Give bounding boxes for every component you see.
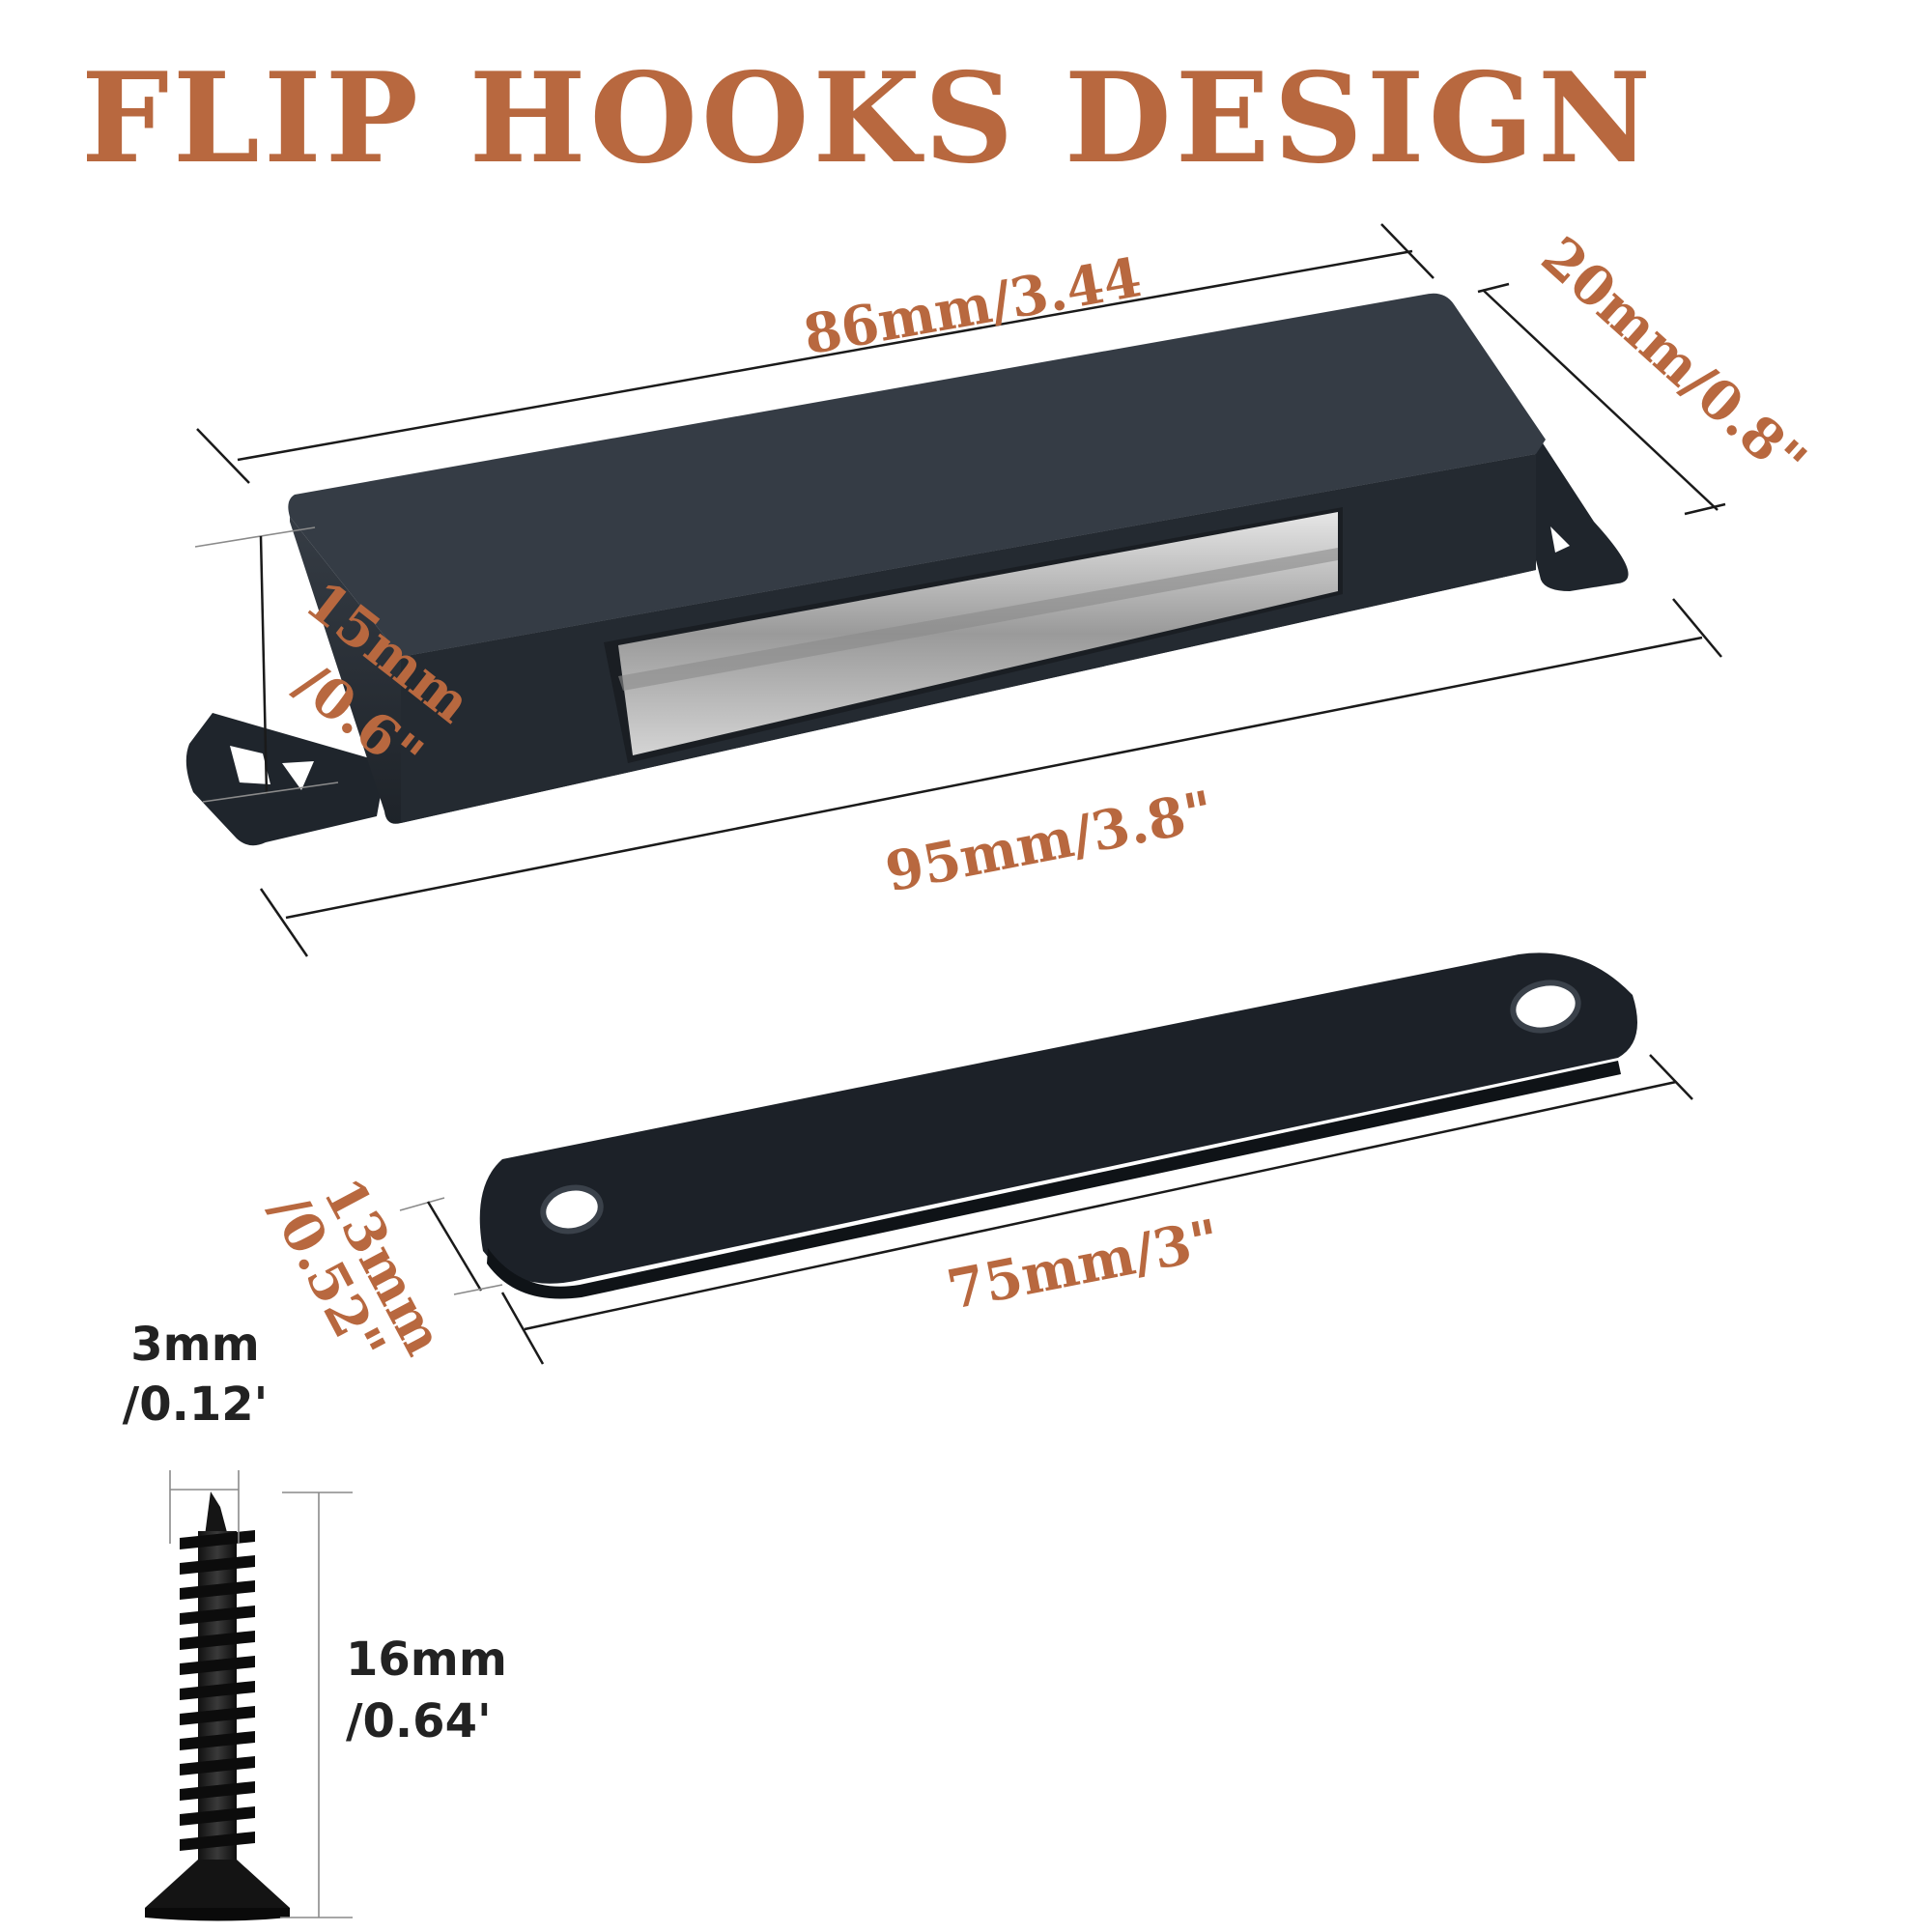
label-latch-top-length: 86mm/3.44 xyxy=(799,245,1146,367)
screw-icon xyxy=(145,1492,290,1921)
strike-plate-icon xyxy=(479,952,1637,1299)
label-latch-depth: 20mm/0.8" xyxy=(1529,224,1818,494)
label-plate-length: 75mm/3" xyxy=(942,1208,1224,1322)
page-title: FLIP HOOKS DESIGN xyxy=(81,46,1655,191)
label-screw-diameter-2: /0.12' xyxy=(123,1378,269,1432)
label-latch-base-length: 95mm/3.8" xyxy=(880,779,1218,904)
label-screw-diameter-1: 3mm xyxy=(130,1318,259,1372)
dim-screw-length: 16mm /0.64' xyxy=(280,1492,507,1918)
dim-plate-width: 13mm /0.52" xyxy=(257,1168,503,1373)
label-screw-length-1: 16mm xyxy=(346,1633,507,1687)
dim-screw-diameter: 3mm /0.12' xyxy=(123,1318,269,1544)
magnetic-catch-icon xyxy=(185,293,1629,846)
label-screw-length-2: /0.64' xyxy=(346,1694,492,1748)
